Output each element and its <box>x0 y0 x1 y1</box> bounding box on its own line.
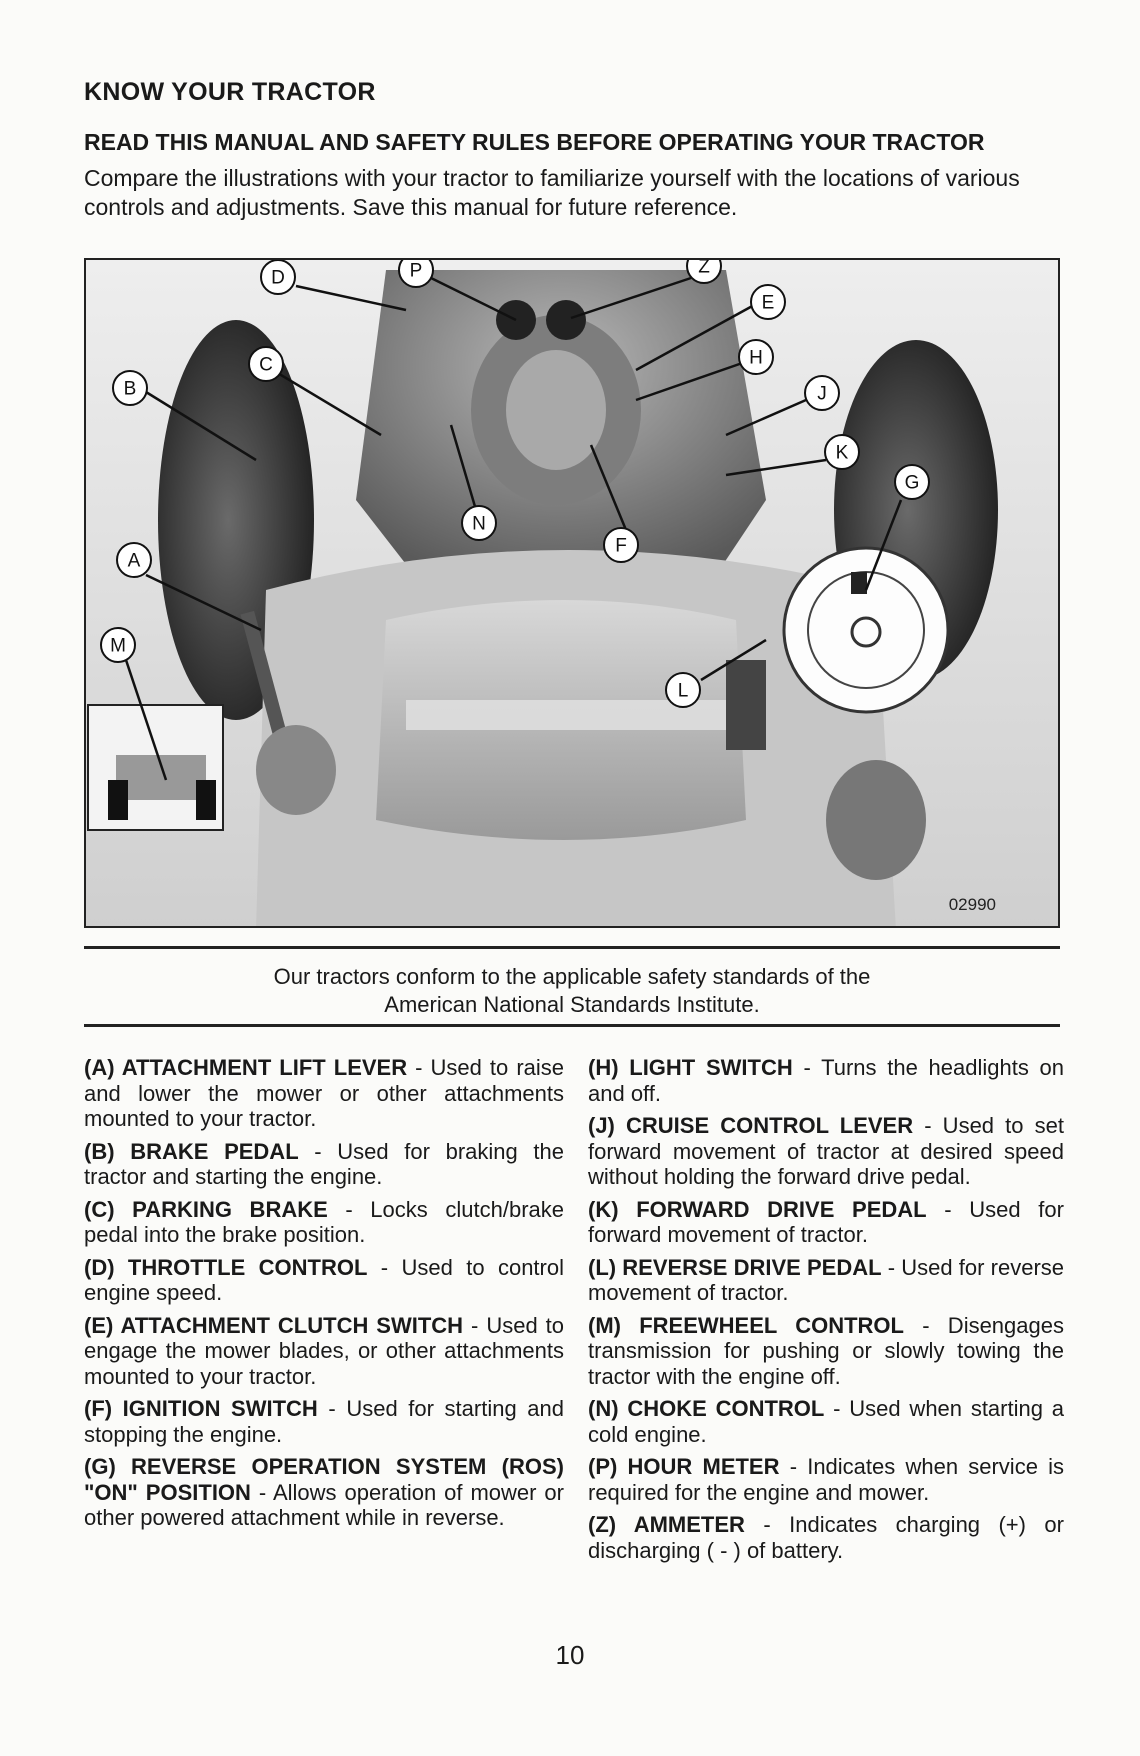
control-item: (L) REVERSE DRIVE PEDAL - Used for rever… <box>588 1254 1065 1306</box>
control-item: (F) IGNITION SWITCH - Used for starting … <box>84 1396 564 1447</box>
control-item: (H) LIGHT SWITCH - Turns the headlights … <box>588 1055 1064 1106</box>
callout-k: K <box>824 434 860 470</box>
svg-text:F: F <box>615 536 627 557</box>
intro-paragraph: Compare the illustrations with your trac… <box>84 165 1020 220</box>
control-item: (J) CRUISE CONTROL LEVER - Used to set f… <box>588 1113 1064 1189</box>
divider-bottom <box>84 1024 1060 1027</box>
callout-h: H <box>738 339 774 375</box>
controls-list-left: (A) ATTACHMENT LIFT LEVER - Used to rais… <box>84 1055 564 1538</box>
svg-text:N: N <box>472 514 486 535</box>
divider-top <box>84 946 1060 949</box>
tractor-drawing: D P Z E C H B J K G N F A M L 02990 <box>86 260 1058 926</box>
page-number: 10 <box>555 1640 585 1670</box>
callout-n: N <box>461 505 497 541</box>
control-item: (Z) AMMETER - Indicates charging (+) or … <box>588 1512 1064 1563</box>
svg-text:M: M <box>110 636 126 657</box>
callout-m: M <box>100 627 136 663</box>
ansi-note: Our tractors conform to the applicable s… <box>273 964 871 1017</box>
callout-d: D <box>260 260 296 295</box>
reverse-pedal <box>726 660 766 750</box>
control-item: (M) FREEWHEEL CONTROL - Disengages trans… <box>588 1312 1064 1389</box>
control-item: (G) REVERSE OPERATION SYSTEM (ROS) "ON" … <box>84 1454 564 1530</box>
control-item: (D) THROTTLE CONTROL - Used to control e… <box>84 1254 564 1306</box>
svg-text:G: G <box>905 473 920 494</box>
control-item: (A) ATTACHMENT LIFT LEVER - Used to rais… <box>84 1055 565 1131</box>
control-item: (B) BRAKE PEDAL - Used for braking the t… <box>84 1138 564 1190</box>
control-item: (N) CHOKE CONTROL - Used when starting a… <box>588 1396 1064 1447</box>
svg-text:J: J <box>817 384 827 405</box>
callout-f: F <box>603 527 639 563</box>
svg-text:Z: Z <box>698 260 710 278</box>
tractor-illustration: D P Z E C H B J K G N F A M L 02990 <box>84 258 1060 928</box>
section-title: KNOW YOUR TRACTOR <box>84 78 376 106</box>
ammeter-gauge <box>546 300 586 340</box>
callout-a: A <box>116 542 152 578</box>
callout-p: P <box>398 260 434 288</box>
control-item: (P) HOUR METER - Indicates when service … <box>588 1454 1065 1505</box>
callout-e: E <box>750 284 786 320</box>
callout-c: C <box>248 346 284 382</box>
control-item: (K) FORWARD DRIVE PEDAL - Used for forwa… <box>588 1196 1064 1248</box>
image-number: 02990 <box>949 895 996 914</box>
svg-text:P: P <box>410 261 423 282</box>
callout-b: B <box>112 370 148 406</box>
callout-l: L <box>665 672 701 708</box>
callout-z: Z <box>686 260 722 284</box>
controls-list-right: (H) LIGHT SWITCH - Turns the headlights … <box>588 1055 1064 1570</box>
svg-text:B: B <box>124 379 137 400</box>
svg-text:L: L <box>678 681 689 702</box>
callout-g: G <box>894 464 930 500</box>
svg-text:A: A <box>128 551 141 572</box>
safety-subtitle: READ THIS MANUAL AND SAFETY RULES BEFORE… <box>84 129 985 155</box>
svg-text:H: H <box>749 348 763 369</box>
control-item: (E) ATTACHMENT CLUTCH SWITCH - Used to e… <box>84 1312 564 1389</box>
control-item: (C) PARKING BRAKE - Locks clutch/brake p… <box>84 1196 564 1248</box>
svg-text:D: D <box>271 268 285 289</box>
leader-lines <box>124 276 903 781</box>
svg-text:K: K <box>836 443 849 464</box>
svg-text:C: C <box>259 355 273 376</box>
svg-text:E: E <box>762 293 775 314</box>
callout-j: J <box>804 375 840 411</box>
